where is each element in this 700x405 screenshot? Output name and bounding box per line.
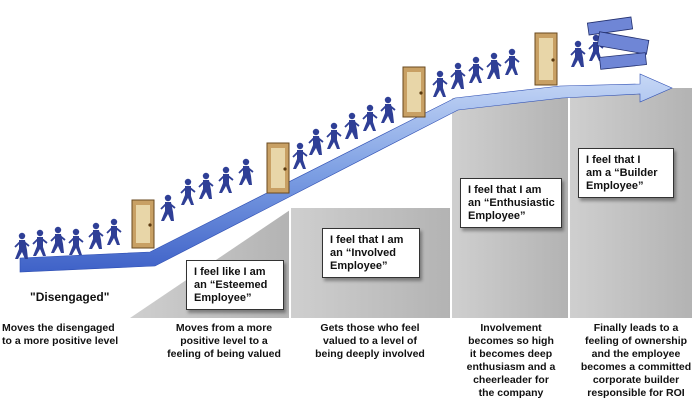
person-figure-icon (468, 56, 484, 83)
person-figure-icon (68, 228, 84, 255)
person-figure-icon (486, 52, 502, 79)
person-figure-icon (504, 48, 520, 75)
step-4 (570, 88, 692, 318)
person-figure-icon (106, 218, 122, 245)
involved-employee-box: I feel that I am an “Involved Employee” (322, 228, 420, 278)
person-figure-icon (14, 232, 30, 259)
person-figure-icon (344, 112, 360, 139)
person-figure-icon (362, 104, 378, 131)
person-figure-icon (198, 172, 214, 199)
person-figure-icon (32, 229, 48, 256)
person-figure-icon (292, 142, 308, 169)
person-figure-icon (570, 40, 586, 67)
caption-esteemed: Moves from a more positive level to a fe… (167, 322, 281, 360)
person-figure-icon (308, 128, 324, 155)
person-figure-icon (180, 178, 196, 205)
caption-involved: Gets those who feel valued to a level of… (315, 322, 425, 360)
door-icon-2 (266, 142, 290, 194)
disengaged-label: "Disengaged" (30, 290, 110, 304)
door-icon-1 (131, 199, 155, 249)
person-figure-icon (88, 222, 104, 249)
people-figures (14, 34, 604, 259)
person-figure-icon (238, 158, 254, 185)
builders-group-icon (586, 16, 650, 70)
person-figure-icon (450, 62, 466, 89)
person-figure-icon (160, 194, 176, 221)
esteemed-employee-box: I feel like I am an “Esteemed Employee” (186, 260, 284, 310)
person-figure-icon (50, 226, 66, 253)
caption-enthusiastic: Involvement becomes so high it becomes d… (466, 322, 556, 399)
person-figure-icon (432, 70, 448, 97)
progress-arrow (19, 73, 673, 273)
enthusiastic-employee-box: I feel that I am an “Enthusiastic Employ… (460, 178, 562, 228)
caption-builder: Finally leads to a feeling of ownership … (580, 322, 692, 399)
door-icon-3 (402, 66, 426, 118)
person-figure-icon (218, 166, 234, 193)
person-figure-icon (588, 34, 604, 61)
builder-employee-box: I feel that I am a “Builder Employee” (578, 148, 674, 198)
person-figure-icon (326, 122, 342, 149)
caption-disengaged: Moves the disengaged to a more positive … (2, 322, 119, 347)
person-figure-icon (380, 96, 396, 123)
door-icon-4 (534, 32, 558, 86)
